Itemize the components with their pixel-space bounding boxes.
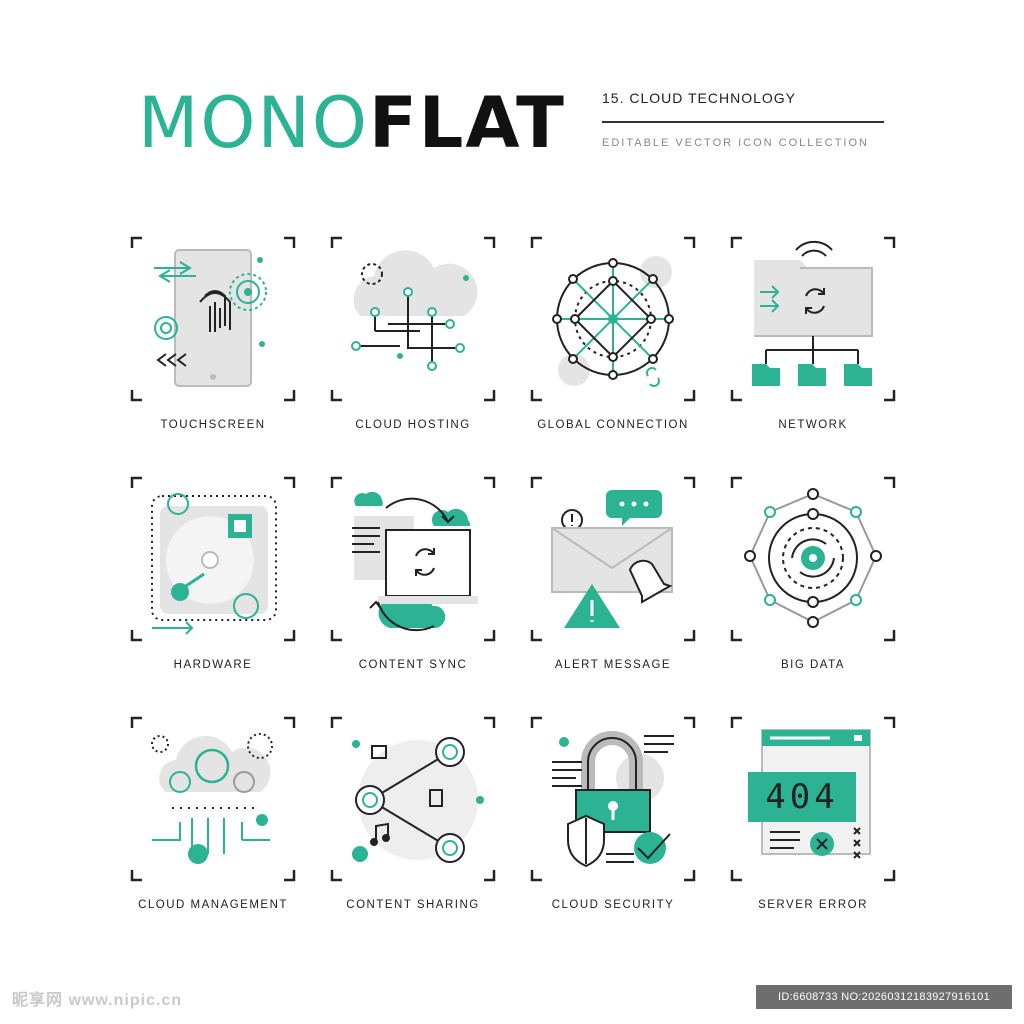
icon-label: CONTENT SHARING xyxy=(346,899,480,911)
brand-logo: MONOFLAT xyxy=(138,78,566,168)
cloud-management-icon xyxy=(130,716,296,882)
icon-label: NETWORK xyxy=(778,419,848,431)
brand-flat: FLAT xyxy=(368,82,566,164)
collection-tagline: EDITABLE VECTOR ICON COLLECTION xyxy=(602,137,869,149)
image-id-badge: ID:6608733 NO:20260312183927916101 xyxy=(756,985,1012,1009)
icon-label: TOUCHSCREEN xyxy=(160,419,266,431)
server-error-icon: 404 xyxy=(730,716,896,882)
cloud-hosting-icon xyxy=(330,236,496,402)
icon-label: CONTENT SYNC xyxy=(358,659,468,671)
header: MONOFLAT 15. CLOUD TECHNOLOGY EDITABLE V… xyxy=(0,0,1024,180)
header-divider xyxy=(602,121,884,123)
brand-mono: MONO xyxy=(138,82,369,164)
hardware-icon xyxy=(130,476,296,642)
icon-label: ALERT MESSAGE xyxy=(554,659,672,671)
alert-message-icon xyxy=(530,476,696,642)
icon-label: CLOUD SECURITY xyxy=(551,899,675,911)
icon-label: CLOUD HOSTING xyxy=(355,419,471,431)
content-sharing-icon xyxy=(330,716,496,882)
cloud-security-icon xyxy=(530,716,696,882)
icon-label: GLOBAL CONNECTION xyxy=(537,419,689,431)
icon-label: SERVER ERROR xyxy=(758,899,868,911)
icon-label: HARDWARE xyxy=(173,659,253,671)
content-sync-icon xyxy=(330,476,496,642)
watermark-text: 昵享网 www.nipic.cn xyxy=(12,992,183,1009)
global-connection-icon xyxy=(530,236,696,402)
big-data-icon xyxy=(730,476,896,642)
icon-label: BIG DATA xyxy=(781,659,845,671)
icon-label: CLOUD MANAGEMENT xyxy=(138,899,288,911)
collection-subtitle: 15. CLOUD TECHNOLOGY xyxy=(602,90,797,106)
touchscreen-icon xyxy=(130,236,296,402)
error-code-404: 404 xyxy=(765,777,839,817)
network-icon xyxy=(730,236,896,402)
